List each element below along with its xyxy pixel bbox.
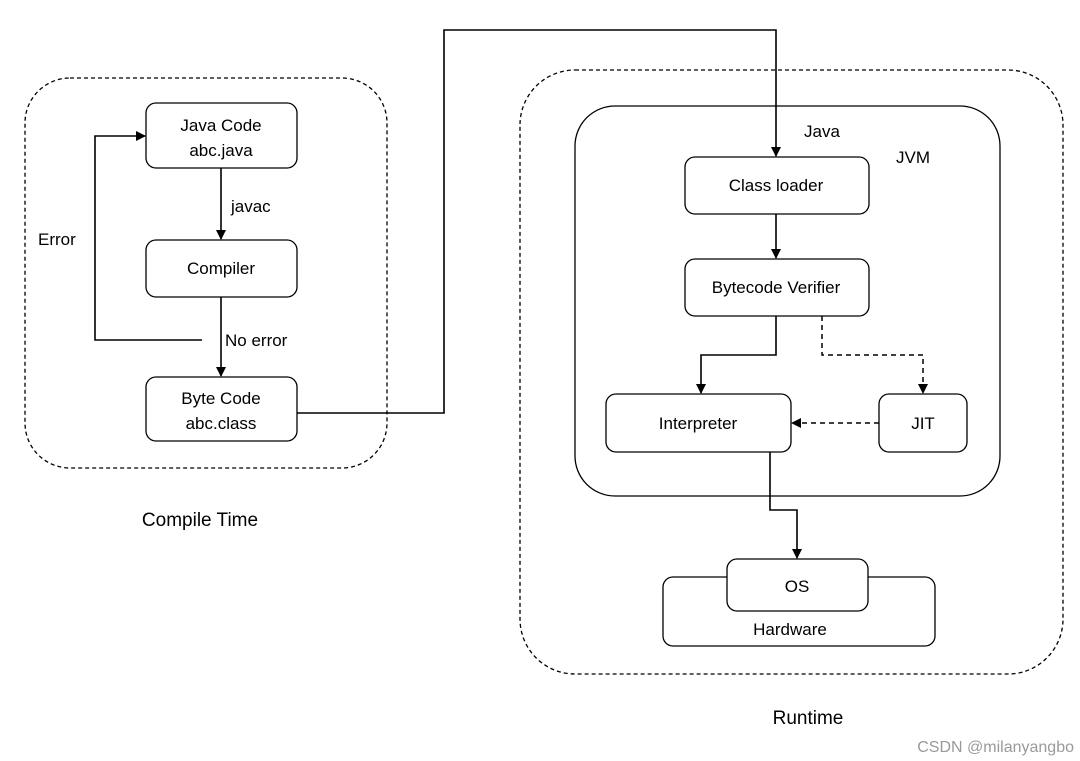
arrow-verifier-to-jit xyxy=(821,316,928,394)
bytecode-verifier-box xyxy=(684,258,870,317)
javac-label: javac xyxy=(230,197,271,216)
java-label: Java xyxy=(804,122,840,141)
arrow-bytecode-to-jvm xyxy=(297,29,781,414)
byte-code-title: Byte Code xyxy=(181,389,260,408)
class-loader-label: Class loader xyxy=(729,176,824,195)
runtime-title: Runtime xyxy=(773,708,844,729)
compiler-label: Compiler xyxy=(187,259,255,278)
arrow-verifier-to-interpreter xyxy=(696,316,777,394)
compile-time-region xyxy=(24,77,388,469)
jvm-label: JVM xyxy=(896,148,930,167)
jvm-container xyxy=(574,105,1001,497)
no-error-label: No error xyxy=(225,331,288,350)
hardware-label: Hardware xyxy=(753,620,827,639)
byte-code-box xyxy=(145,376,298,442)
class-loader-box xyxy=(684,156,870,215)
os-box xyxy=(726,558,869,612)
compile-time-title: Compile Time xyxy=(142,510,258,531)
jit-label: JIT xyxy=(911,414,935,433)
watermark: CSDN @milanyangbo xyxy=(917,739,1074,756)
os-label: OS xyxy=(785,577,810,596)
arrow-error-loop xyxy=(94,131,202,341)
java-code-filename: abc.java xyxy=(189,141,253,160)
error-label: Error xyxy=(38,230,76,249)
interpreter-label: Interpreter xyxy=(659,414,738,433)
bytecode-verifier-label: Bytecode Verifier xyxy=(712,278,841,297)
java-code-title: Java Code xyxy=(180,116,261,135)
byte-code-filename: abc.class xyxy=(186,414,257,433)
runtime-region xyxy=(519,69,1064,675)
arrow-interpreter-to-os xyxy=(769,452,802,559)
